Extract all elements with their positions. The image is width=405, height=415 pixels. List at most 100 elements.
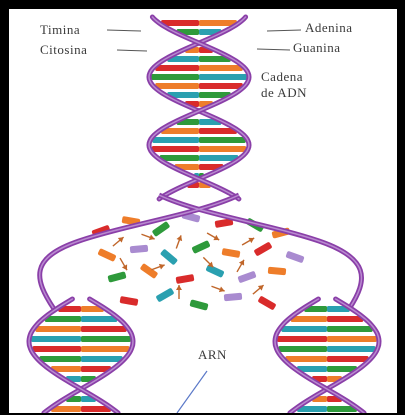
fragment-body	[152, 221, 171, 237]
daughter-base-right	[81, 336, 131, 342]
timina-label: Timina	[40, 22, 80, 38]
nucleotide-fragment	[152, 221, 171, 237]
base-pair-right	[199, 83, 243, 89]
nucleotide-arrow	[206, 230, 221, 242]
arn-label: ARN	[198, 347, 227, 363]
daughter-base-right	[327, 346, 375, 352]
base-pair-right	[199, 65, 243, 71]
arrow-head	[239, 258, 247, 265]
nucleotide-fragment	[155, 287, 174, 302]
citosina-label: Citosina	[40, 42, 87, 58]
nucleotide-fragment	[237, 271, 256, 284]
nucleotide-fragment	[120, 296, 139, 306]
daughter-base-right	[81, 316, 117, 322]
base-pair-left	[155, 65, 199, 71]
fragment-body	[140, 263, 159, 279]
arrow-head	[248, 235, 255, 243]
daughter-base-right	[81, 326, 127, 332]
arrow-head	[177, 234, 184, 241]
base-pair-left	[155, 83, 199, 89]
adenina-leader-line	[267, 30, 301, 31]
arrow-head	[159, 262, 166, 269]
nucleotide-fragment	[268, 267, 287, 276]
nucleotide-fragment	[107, 271, 126, 282]
nucleotide-arrow	[111, 235, 126, 249]
arn-pointer-line	[177, 371, 207, 413]
daughter-base-left	[279, 346, 327, 352]
arrow-head	[176, 285, 182, 290]
nucleotide-arrow	[234, 258, 246, 273]
arrow-head	[219, 287, 226, 294]
fragment-body	[257, 295, 276, 310]
arrow-head	[149, 235, 156, 242]
arrow-head	[122, 264, 130, 271]
daughter-base-left	[45, 316, 81, 322]
nucleotide-arrow	[117, 257, 129, 272]
base-pair-right	[199, 146, 246, 152]
daughter-base-left	[39, 356, 81, 362]
timina-leader-line	[107, 30, 141, 31]
nucleotide-fragment	[253, 241, 272, 256]
daughter-base-right	[327, 336, 377, 342]
nucleotide-fragment	[130, 245, 149, 254]
base-pair-right	[199, 155, 238, 161]
fragment-body	[155, 287, 174, 302]
base-pair-right	[199, 74, 247, 80]
adenina-label: Adenina	[305, 20, 353, 36]
parent-strand-b	[149, 17, 249, 199]
base-pair-left	[152, 137, 199, 143]
nucleotide-fragment	[222, 248, 241, 258]
daughter-base-left	[291, 316, 327, 322]
citosina-leader-line	[117, 50, 147, 51]
nucleotide-arrow	[241, 235, 256, 247]
daughter-base-left	[277, 336, 327, 342]
nucleotide-fragment	[224, 293, 243, 302]
fragment-body	[130, 245, 149, 254]
daughter-base-right	[327, 356, 369, 362]
fragment-body	[224, 293, 243, 302]
daughter-base-left	[35, 326, 81, 332]
daughter-base-left	[285, 356, 327, 362]
fragment-body	[176, 274, 195, 284]
daughter-base-right	[327, 316, 363, 322]
nucleotide-fragment	[285, 251, 304, 264]
arrow-head	[213, 235, 220, 243]
daughter-base-right	[327, 326, 373, 332]
daughter-base-right	[81, 356, 123, 362]
fragment-body	[268, 267, 287, 276]
daughter-base-left	[281, 326, 327, 332]
nucleotide-arrow	[251, 283, 266, 297]
nucleotide-arrow	[173, 234, 183, 249]
fragment-body	[191, 240, 210, 254]
fragment-body	[205, 264, 224, 278]
fragment-body	[120, 296, 139, 306]
base-pair-left	[152, 146, 199, 152]
nucleotide-fragment	[189, 299, 208, 310]
cadena-label-line1: Cadena	[261, 69, 303, 85]
fragment-body	[107, 271, 126, 282]
base-pair-left	[160, 155, 199, 161]
fragment-body	[189, 299, 208, 310]
fragment-body	[285, 251, 304, 264]
fragment-body	[160, 249, 178, 266]
guanina-label: Guanina	[293, 40, 341, 56]
fragment-body	[237, 271, 256, 284]
nucleotide-fragment	[257, 295, 276, 310]
daughter-base-left	[33, 346, 81, 352]
daughter-base-left	[31, 336, 81, 342]
cadena-label-line2: de ADN	[261, 85, 307, 101]
nucleotide-fragment	[160, 249, 178, 266]
nucleotide-fragment	[205, 264, 224, 278]
fragment-body	[97, 248, 116, 262]
nucleotide-fragment	[191, 240, 210, 254]
nucleotide-fragment	[140, 263, 159, 279]
diagram-panel: Timina Citosina Adenina Guanina Cadena d…	[9, 9, 397, 413]
nucleotide-fragment	[97, 248, 116, 262]
nucleotide-arrows	[111, 230, 266, 299]
base-pair-right	[199, 137, 246, 143]
guanina-leader-line	[257, 49, 290, 50]
nucleotide-arrow	[210, 283, 225, 293]
nucleotide-fragment	[176, 274, 195, 284]
nucleotide-arrow	[176, 285, 182, 299]
base-pair-left	[151, 74, 199, 80]
